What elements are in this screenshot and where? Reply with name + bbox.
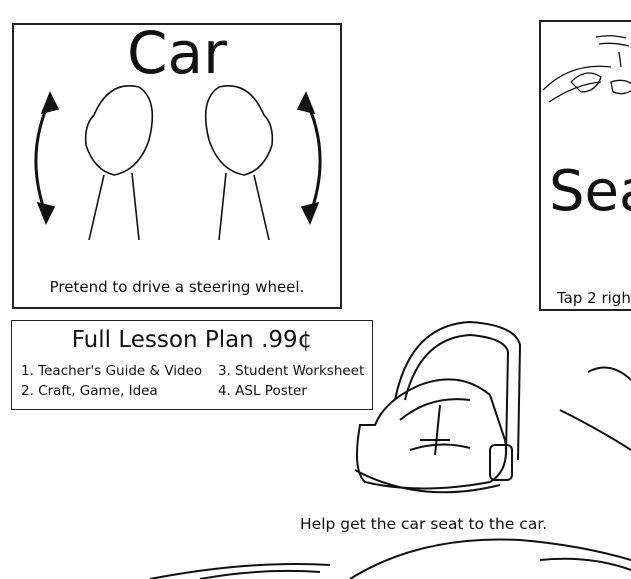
lesson-item: 1. Teacher's Guide & Video: [21, 363, 203, 379]
lesson-plan-box[interactable]: Full Lesson Plan .99¢ 1. Teacher's Guide…: [11, 320, 373, 410]
maze-instruction: Help get the car seat to the car.: [300, 515, 548, 533]
car-sign-title: Car: [127, 19, 227, 87]
car-sign-card: Car Pretend to drive a steering wheel.: [12, 19, 342, 309]
lesson-item: 4. ASL Poster: [218, 383, 307, 399]
lesson-item: 3. Student Worksheet: [218, 363, 365, 379]
lesson-plan-title: Full Lesson Plan .99¢: [71, 327, 313, 353]
steering-hands-illustration: [34, 85, 322, 241]
seat-sign-caption: Tap 2 righ: [557, 289, 631, 307]
car-sign-caption: Pretend to drive a steering wheel.: [49, 278, 305, 296]
lesson-item: 2. Craft, Game, Idea: [21, 383, 158, 399]
seat-sign-title: Sea: [549, 159, 631, 224]
tapping-hands-illustration: [542, 35, 631, 103]
seat-sign-card: Sea Tap 2 righ: [539, 20, 631, 311]
